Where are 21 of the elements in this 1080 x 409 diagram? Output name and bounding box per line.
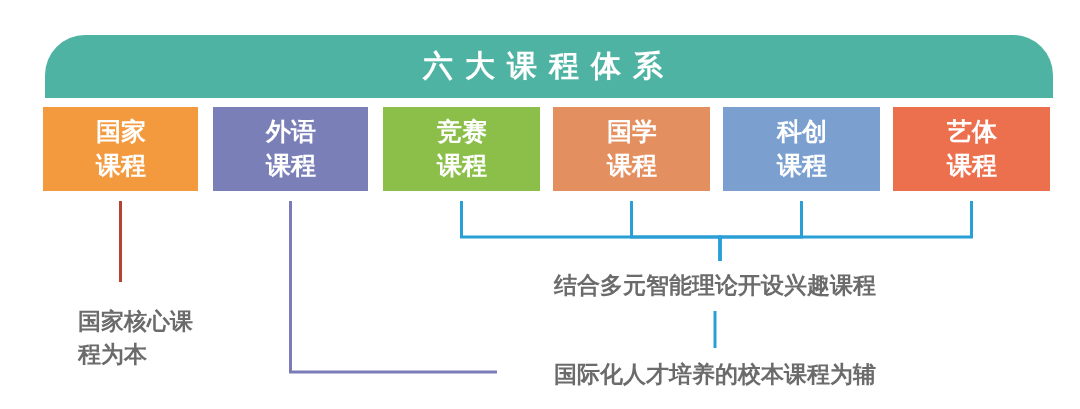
title-banner [45, 35, 1053, 98]
note-text: 国家核心课程为本 [77, 307, 194, 369]
course-box [723, 107, 880, 191]
course-box [383, 107, 540, 191]
connector-line [718, 201, 973, 261]
course-box [43, 107, 198, 191]
course-label: 国学课程 [605, 116, 658, 182]
course-label: 艺体课程 [945, 116, 998, 182]
connector-line [119, 201, 122, 282]
course-label: 外语课程 [264, 116, 317, 182]
course-box [553, 107, 710, 191]
connector-line [289, 201, 497, 374]
connector-line [713, 311, 717, 348]
course-box [893, 107, 1050, 191]
course-label: 科创课程 [775, 116, 828, 182]
course-box [213, 107, 368, 191]
course-label: 竞赛课程 [435, 116, 488, 182]
note-text: 结合多元智能理论开设兴趣课程 [554, 270, 876, 300]
note-text: 国际化人才培养的校本课程为辅 [554, 359, 876, 389]
course-label: 国家课程 [94, 116, 147, 182]
title-text: 六大课程体系 [423, 47, 675, 85]
